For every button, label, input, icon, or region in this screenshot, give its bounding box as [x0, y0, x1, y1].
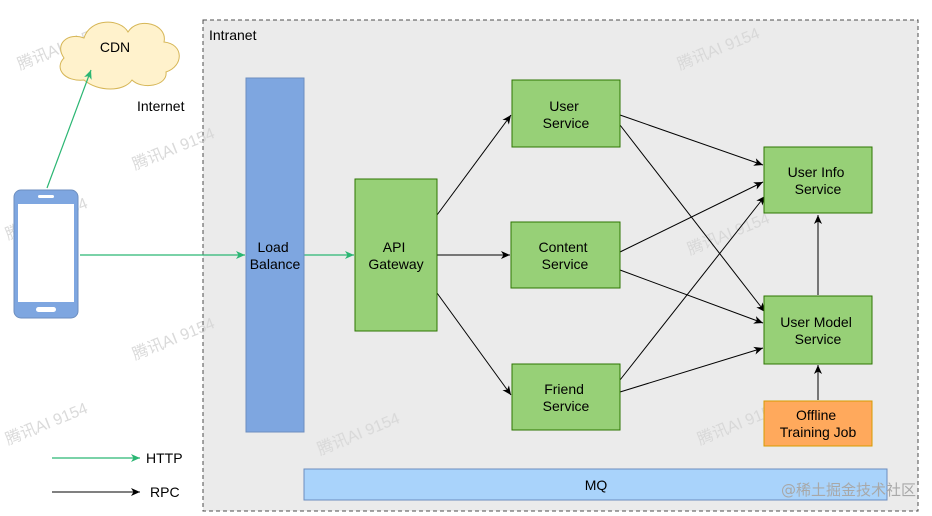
user-service-label-line1: User	[549, 98, 579, 114]
user-info-service-label-line2: Service	[795, 181, 842, 197]
rpc-arrows	[436, 114, 822, 400]
legend-http-label: HTTP	[146, 450, 183, 466]
friend-service-label-line2: Service	[543, 398, 590, 414]
load-balance-label-line1: Load	[257, 239, 288, 255]
offline-training-job-label-line1: Offline	[796, 407, 836, 423]
user-info-service-label-line1: User Info	[788, 164, 845, 180]
api-gateway-label-line2: Gateway	[368, 256, 423, 272]
mq-label: MQ	[585, 477, 608, 493]
friend-service-node: Friend Service	[511, 363, 621, 431]
content-service-label-line2: Service	[542, 256, 589, 272]
rpc-arrow-content-to-user-model	[619, 269, 764, 324]
user-model-service-label-line1: User Model	[780, 314, 852, 330]
intranet-label: Intranet	[209, 27, 257, 43]
watermark-text: 腾讯AI 9154	[3, 399, 91, 448]
rpc-arrow-friend-to-user-model	[619, 346, 764, 393]
api-gateway-label-line1: API	[383, 239, 406, 255]
phone-icon	[13, 189, 79, 319]
svg-text:Offline Training Job: Offline Training Job	[780, 407, 857, 440]
offline-training-job-label-line2: Training Job	[780, 424, 857, 440]
svg-text:API Gateway: API Gateway	[368, 239, 423, 272]
svg-text:Friend Service: Friend Service	[543, 381, 590, 414]
legend: HTTP RPC	[52, 450, 183, 500]
legend-rpc-label: RPC	[150, 484, 180, 500]
svg-text:User Service: User Service	[543, 98, 590, 131]
friend-service-label-line1: Friend	[544, 381, 584, 397]
rpc-arrow-gateway-to-user-service	[436, 114, 512, 216]
rpc-arrow-friend-to-user-info	[619, 195, 766, 381]
user-info-service-node: User Info Service	[763, 146, 873, 214]
user-model-service-label-line2: Service	[795, 331, 842, 347]
user-model-service-node: User Model Service	[763, 295, 873, 365]
internet-label: Internet	[137, 98, 185, 114]
load-balance-label-line2: Balance	[250, 256, 301, 272]
svg-text:User Model Service: User Model Service	[780, 314, 855, 347]
mq-node: MQ	[303, 468, 888, 501]
content-service-label-line1: Content	[539, 239, 588, 255]
content-service-node: Content Service	[510, 221, 621, 289]
cdn-label: CDN	[100, 39, 130, 55]
api-gateway-node: API Gateway	[354, 178, 438, 332]
offline-training-job-node: Offline Training Job	[763, 400, 873, 447]
rpc-arrow-gateway-to-friend-service	[436, 292, 512, 396]
user-service-label-line2: Service	[543, 115, 590, 131]
svg-text:User Info Service: User Info Service	[788, 164, 849, 197]
rpc-arrow-user-to-user-info	[619, 114, 764, 166]
rpc-arrow-content-to-user-info	[619, 181, 764, 253]
http-arrow-phone-to-cdn	[46, 69, 92, 189]
rpc-arrow-user-to-user-model	[619, 124, 766, 313]
svg-text:Load Balance: Load Balance	[250, 239, 301, 272]
svg-text:Content Service: Content Service	[539, 239, 592, 272]
credit-watermark: @稀土掘金技术社区	[781, 481, 916, 499]
user-service-node: User Service	[511, 79, 621, 148]
load-balance-node: Load Balance	[245, 77, 305, 433]
